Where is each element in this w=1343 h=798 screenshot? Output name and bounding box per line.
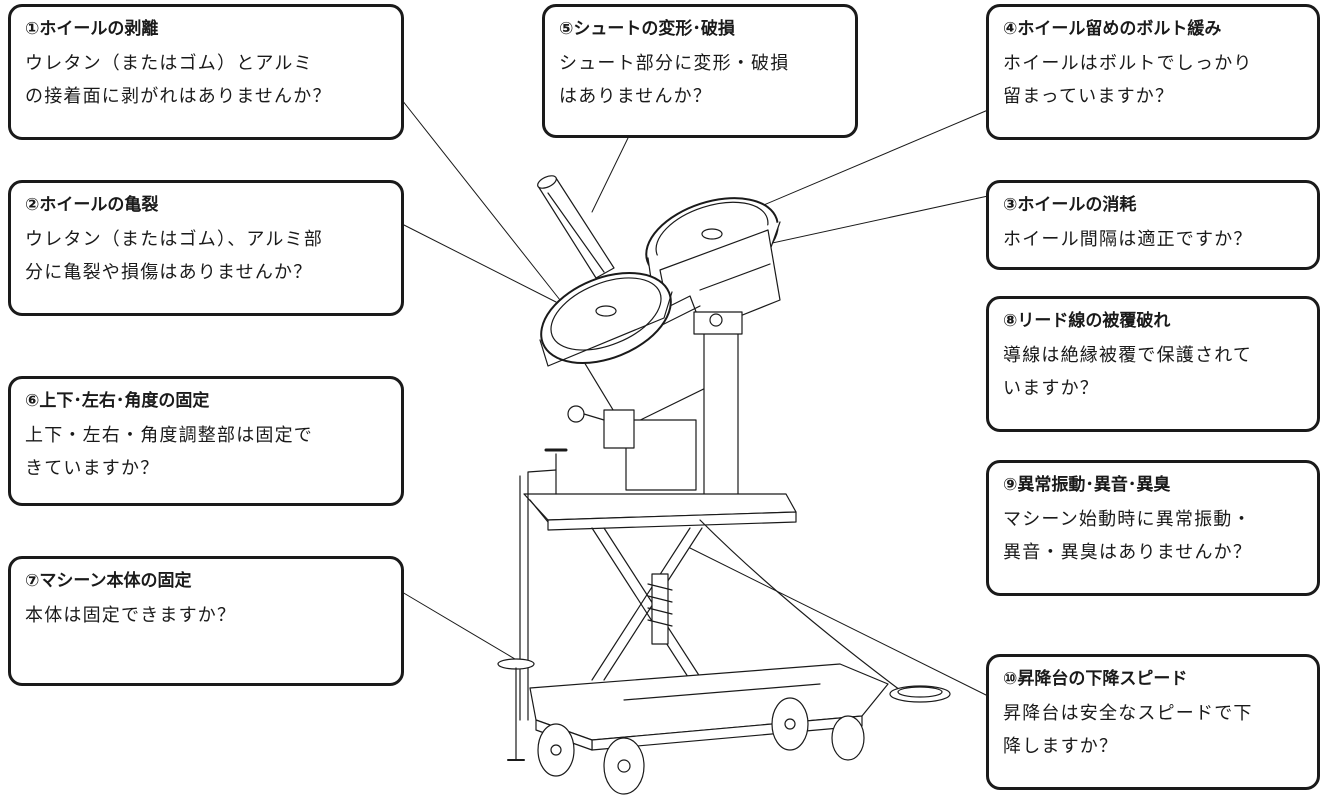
stabilizer-jack (497, 658, 535, 761)
left-wheel (539, 272, 673, 367)
callout-title: ⑨異常振動･異音･異臭 (1003, 475, 1171, 495)
callout-title: ④ホイール留めのボルト緩み (1003, 19, 1222, 39)
callout-text: の接着面に剥がれはありませんか？ (25, 86, 332, 107)
leader-lines (401, 99, 989, 697)
callout-text: 昇降台は安全なスピードで下 (1003, 703, 1253, 724)
power-cord (699, 519, 951, 703)
callout-text: 降しますか？ (1003, 736, 1119, 757)
callout-title: ⑩昇降台の下降スピード (1003, 669, 1188, 689)
leader-line-5 (591, 137, 629, 213)
callout-text: ウレタン（またはゴム）とアルミ (25, 53, 313, 74)
callout-lead-wire: ⑧リード線の被覆破れ 導線は絶縁被覆で保護されて いますか？ (986, 296, 1320, 432)
leader-line-7 (401, 591, 521, 663)
callout-text: 異音・異臭はありませんか？ (1003, 542, 1253, 563)
callout-angle-fixing: ⑥上下･左右･角度の固定 上下・左右・角度調整部は固定で きていますか？ (8, 376, 404, 506)
callout-title: ③ホイールの消耗 (1003, 195, 1137, 215)
leader-line-3 (739, 195, 989, 251)
callout-title: ⑥上下･左右･角度の固定 (25, 391, 210, 411)
callout-title: ②ホイールの亀裂 (25, 195, 159, 215)
callout-title: ⑧リード線の被覆破れ (1003, 311, 1171, 331)
callout-text: 導線は絶縁被覆で保護されて (1003, 345, 1253, 366)
callout-text: いますか？ (1003, 378, 1099, 399)
callout-text: きていますか？ (25, 458, 160, 479)
callout-wheel-wear: ③ホイールの消耗 ホイール間隔は適正ですか？ (986, 180, 1320, 270)
top-platform (523, 493, 797, 531)
callout-lift-speed: ⑩昇降台の下降スピード 昇降台は安全なスピードで下 降しますか？ (986, 654, 1320, 790)
callout-wheel-crack: ②ホイールの亀裂 ウレタン（またはゴム）、アルミ部 分に亀裂や損傷はありませんか… (8, 180, 404, 316)
leader-line-1 (401, 99, 561, 301)
callout-title: ⑤シュートの変形･破損 (559, 19, 735, 39)
caster-wheels (537, 697, 865, 795)
callout-text: はありませんか？ (559, 86, 713, 107)
callout-title: ⑦マシーン本体の固定 (25, 571, 192, 591)
chute (537, 175, 615, 279)
leader-line-10 (689, 547, 989, 697)
leader-line-4 (751, 109, 989, 211)
adjust-handle (519, 448, 568, 721)
callout-text: ホイール間隔は適正ですか？ (1003, 229, 1253, 250)
callout-text: シュート部分に変形・破損 (559, 53, 790, 74)
callout-machine-fixing: ⑦マシーン本体の固定 本体は固定できますか？ (8, 556, 404, 686)
callout-abnormal: ⑨異常振動･異音･異臭 マシーン始動時に異常振動・ 異音・異臭はありませんか？ (986, 460, 1320, 596)
callout-text: 分に亀裂や損傷はありませんか？ (25, 262, 313, 283)
callout-wheel-peeling: ①ホイールの剥離 ウレタン（またはゴム）とアルミ の接着面に剥がれはありませんか… (8, 4, 404, 140)
leader-line-2 (401, 223, 557, 303)
callout-text: 本体は固定できますか？ (25, 605, 237, 626)
callout-text: マシーン始動時に異常振動・ (1003, 509, 1252, 530)
callout-text: 留まっていますか？ (1003, 86, 1175, 107)
scissor-lift (591, 527, 703, 681)
callout-text: 上下・左右・角度調整部は固定で (25, 425, 313, 446)
callout-text: ウレタン（またはゴム）、アルミ部 (25, 229, 324, 250)
callout-chute-deform: ⑤シュートの変形･破損 シュート部分に変形・破損 はありませんか？ (542, 4, 858, 138)
callout-title: ①ホイールの剥離 (25, 19, 159, 39)
callout-wheel-bolt: ④ホイール留めのボルト緩み ホイールはボルトでしっかり 留まっていますか？ (986, 4, 1320, 140)
callout-text: ホイールはボルトでしっかり (1003, 53, 1253, 74)
